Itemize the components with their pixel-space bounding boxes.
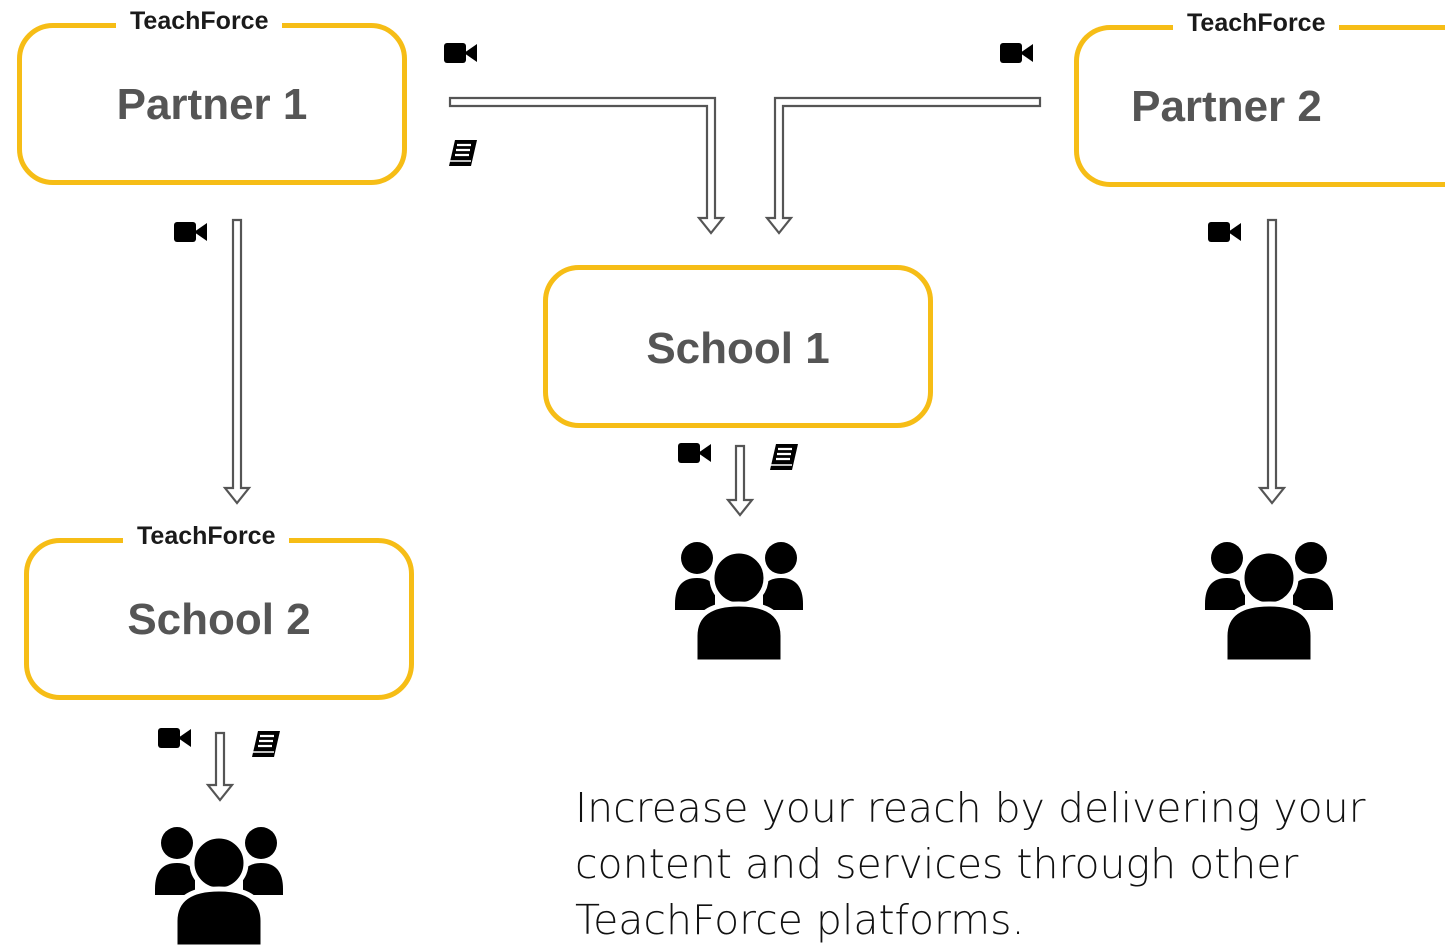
node-title: School 2 bbox=[127, 595, 311, 644]
arrow-partner2-to-school1 bbox=[764, 96, 1042, 235]
users-group-icon bbox=[155, 827, 283, 947]
school-1-node: School 1 bbox=[543, 265, 933, 428]
node-title: Partner 2 bbox=[1131, 82, 1322, 131]
video-camera-icon bbox=[1208, 222, 1241, 242]
video-camera-icon bbox=[444, 43, 477, 63]
node-title: Partner 1 bbox=[116, 80, 308, 129]
video-camera-icon bbox=[158, 728, 191, 748]
arrow-school1-to-audience bbox=[725, 444, 755, 517]
school-2-node: TeachForce School 2 bbox=[24, 521, 414, 700]
book-icon bbox=[447, 138, 479, 168]
book-icon bbox=[250, 729, 282, 759]
video-camera-icon bbox=[1000, 43, 1033, 63]
video-camera-icon bbox=[678, 443, 711, 463]
teachforce-brand-label: TeachForce bbox=[1173, 8, 1340, 38]
partner-2-node: TeachForce Partner 2 bbox=[1074, 8, 1445, 187]
arrow-partner2-to-audience bbox=[1257, 218, 1287, 505]
users-group-icon bbox=[1205, 542, 1333, 662]
arrow-school2-to-audience bbox=[205, 731, 235, 802]
teachforce-brand-label: TeachForce bbox=[123, 521, 290, 551]
partner-1-node: TeachForce Partner 1 bbox=[17, 6, 407, 185]
arrow-partner1-to-school1 bbox=[448, 96, 726, 235]
users-group-icon bbox=[675, 542, 803, 662]
book-icon bbox=[768, 442, 800, 472]
video-camera-icon bbox=[174, 222, 207, 242]
node-title: School 1 bbox=[646, 324, 830, 373]
caption-text: Increase your reach by delivering your c… bbox=[575, 784, 1366, 944]
teachforce-brand-label: TeachForce bbox=[116, 6, 283, 36]
arrow-partner1-to-school2 bbox=[222, 218, 252, 505]
